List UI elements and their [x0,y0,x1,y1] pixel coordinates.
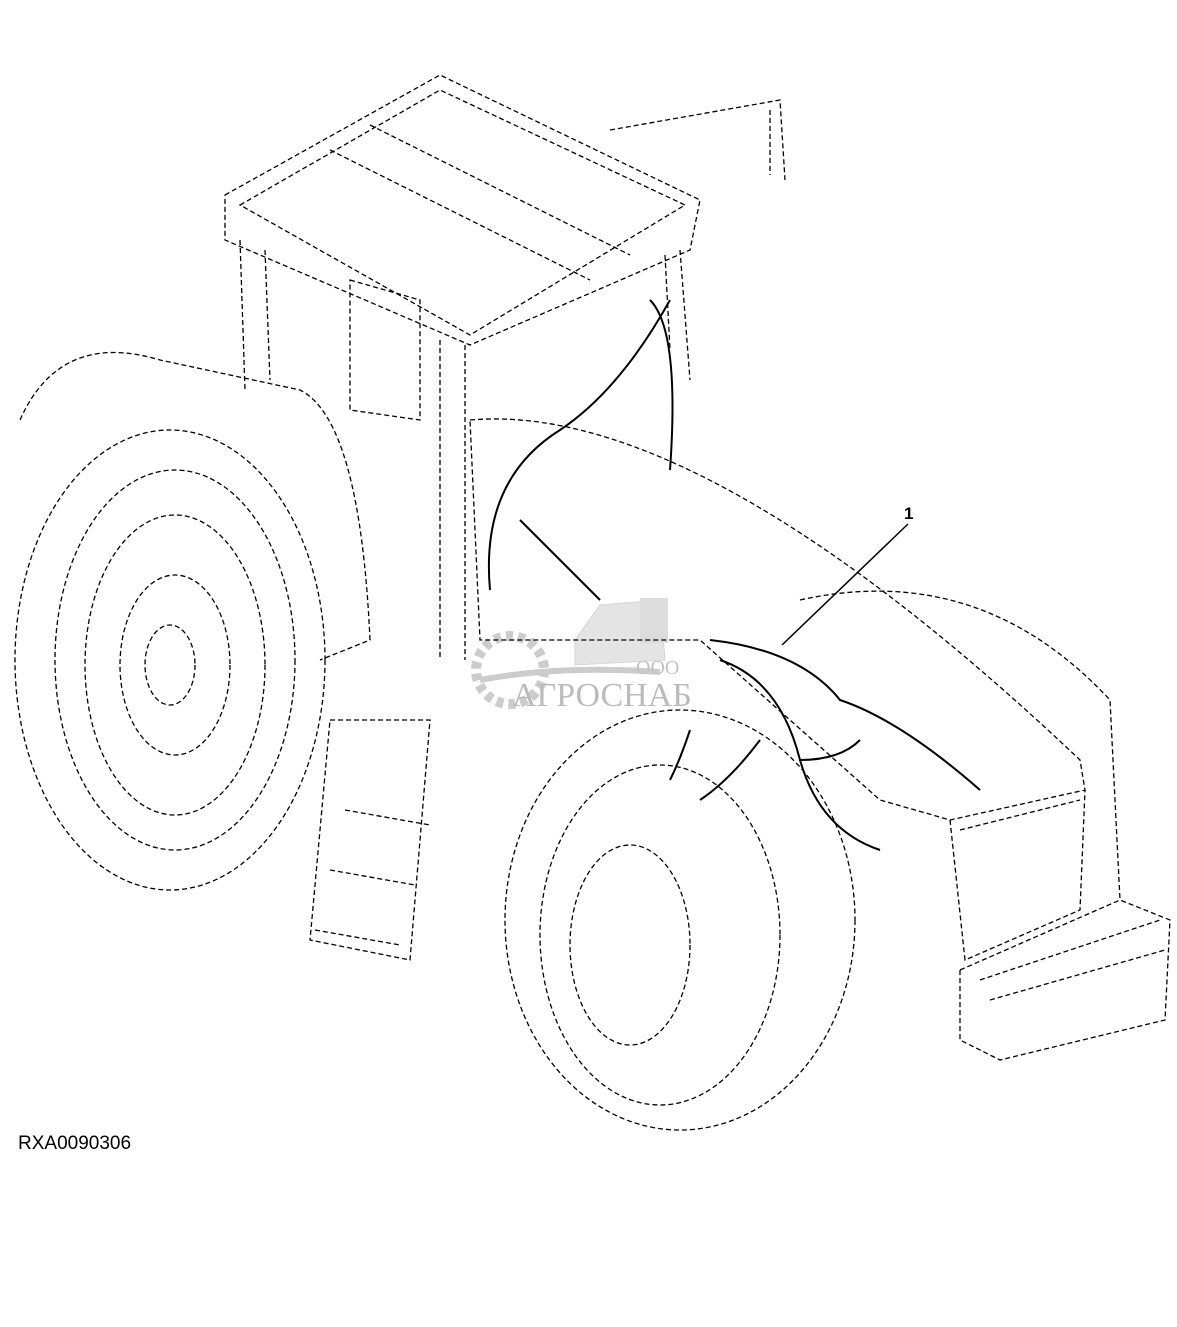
watermark-name: АГРОСНАБ [512,677,692,714]
callout-number-1: 1 [904,504,914,523]
front-wheel [504,590,1121,1131]
watermark-logo: ООО АГРОСНАБ [471,598,692,714]
watermark-prefix: ООО [636,657,679,679]
callout-leader-line [781,523,909,646]
figure-id: RXA0090306 [18,1133,132,1154]
rear-wheel [14,352,371,891]
wiring-harness [487,299,981,851]
front-weights [959,899,1171,1061]
steps [309,719,431,961]
hood [469,418,1086,961]
cab [224,74,786,660]
